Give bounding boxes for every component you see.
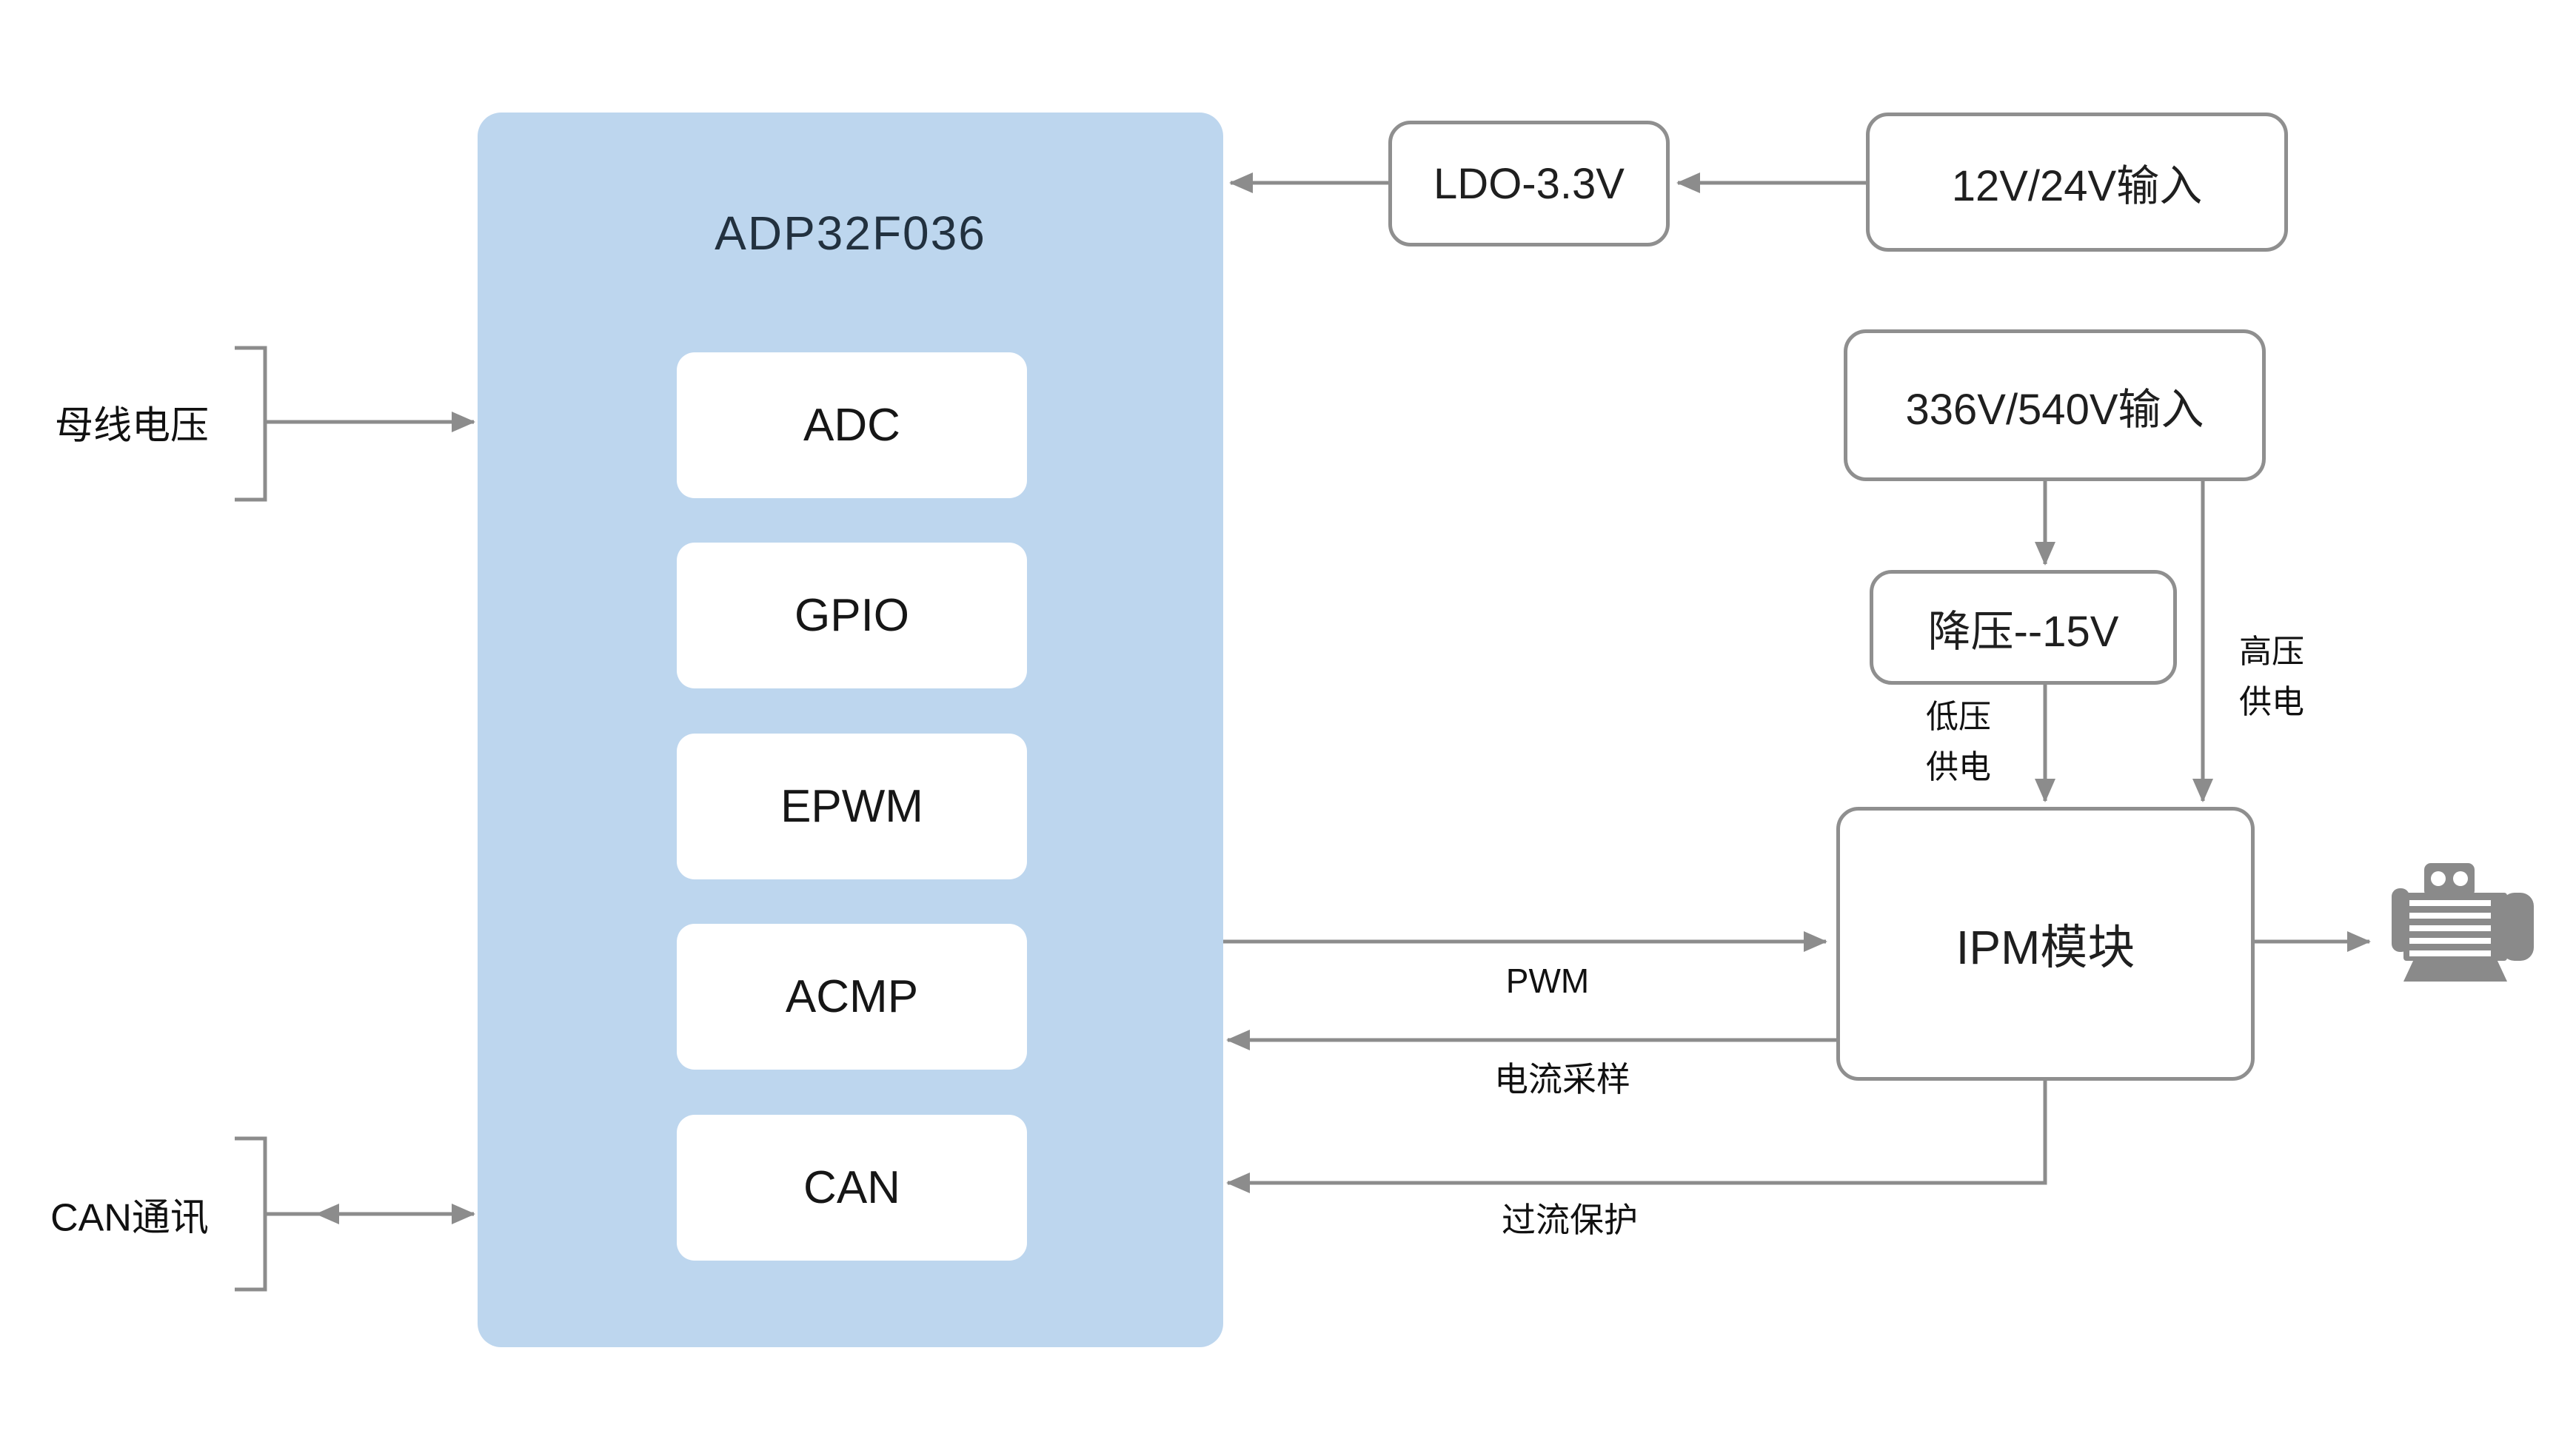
- pwm-label: PWM: [1505, 962, 1590, 1000]
- current-sampling-label: 电流采样: [1494, 1060, 1630, 1098]
- low-voltage-input-box: 12V/24V输入: [1866, 113, 2288, 252]
- high-voltage-supply-line1: 高压: [2239, 634, 2304, 670]
- buck-converter-box: 降压--15V: [1870, 570, 2177, 685]
- module-adc: ADC: [677, 352, 1027, 498]
- low-voltage-supply-line1: 低压: [1926, 699, 1991, 735]
- overcurrent-protection-label: 过流保护: [1502, 1201, 1638, 1239]
- ldo-box: LDO-3.3V: [1388, 121, 1670, 246]
- module-epwm: EPWM: [677, 734, 1027, 879]
- module-acmp: ACMP: [677, 924, 1027, 1070]
- low-voltage-supply-label: 低压 供电: [1926, 692, 1991, 793]
- high-voltage-input-box: 336V/540V输入: [1844, 329, 2266, 481]
- low-voltage-supply-line2: 供电: [1926, 749, 1991, 785]
- ipm-module-box: IPM模块: [1836, 807, 2255, 1081]
- arrow-overcurrent: [1226, 1081, 2047, 1193]
- module-gpio: GPIO: [677, 543, 1027, 688]
- can-comm-label: CAN通讯: [50, 1196, 209, 1240]
- can-bracket: [235, 1136, 267, 1292]
- motor-icon: [2392, 863, 2534, 982]
- mcu-title: ADP32F036: [715, 207, 986, 260]
- bus-voltage-bracket: [235, 346, 267, 502]
- bus-voltage-label: 母线电压: [54, 404, 210, 448]
- high-voltage-supply-line2: 供电: [2239, 684, 2304, 720]
- module-can: CAN: [677, 1115, 1027, 1261]
- high-voltage-supply-label: 高压 供电: [2239, 627, 2304, 728]
